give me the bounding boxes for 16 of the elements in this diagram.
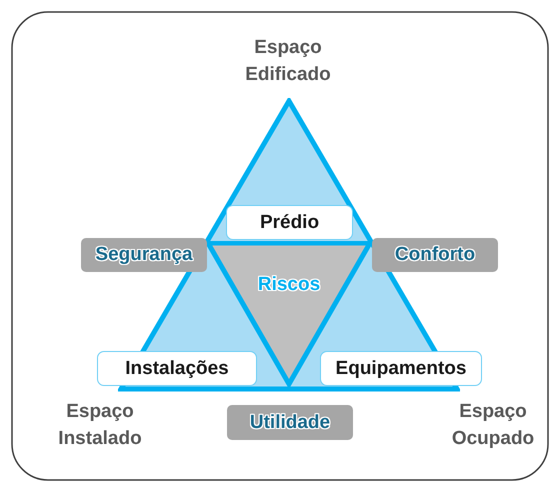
vertex-label: Espaço Ocupado [450,400,536,451]
label-text: Segurança [95,244,193,266]
label-box [97,351,257,386]
vertex-label: Espaço Edificado [244,36,332,87]
label-box [226,205,353,240]
label-text: Conforto [394,244,476,266]
label-text: Prédio [260,212,320,234]
label-box [320,351,482,386]
label-tag [227,405,353,440]
label-text: Equipamentos [336,358,466,380]
label-tag [372,238,498,272]
vertex-label: Espaço Instalado [57,400,143,451]
label-tag [81,238,207,272]
label-text: Instalações [125,358,229,380]
triangle-label: Riscos [258,274,320,296]
label-text: Utilidade [250,412,330,434]
